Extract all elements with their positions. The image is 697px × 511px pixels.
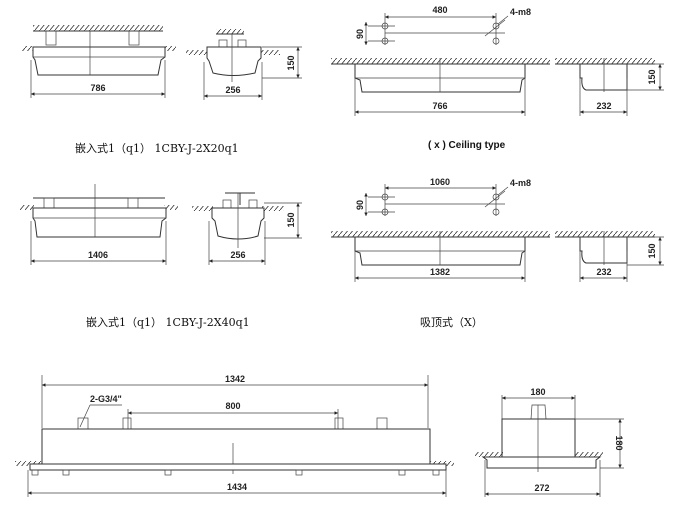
caption-ceiling-cn: 吸顶式（X） <box>420 316 483 329</box>
bolts <box>31 469 440 476</box>
dim-length: 786 <box>90 83 105 93</box>
dim-height: 150 <box>286 55 296 70</box>
dim-hole-gap: 90 <box>355 29 365 39</box>
dim-hole-gap: 90 <box>355 200 365 210</box>
dim-width: 272 <box>534 483 549 493</box>
caption-recessed-2x20: 嵌入式1（q1） 1CBY-J-2X20q1 <box>75 142 239 155</box>
panel-recessed-2x40: 1406 256 150 嵌入式1（q1） 1CBY-J-2X40q1 <box>20 184 302 329</box>
panel-ceiling-1382: 1060 4-m8 90 1382 232 150 吸顶式（X） <box>331 177 664 329</box>
dim-length: 766 <box>432 101 447 111</box>
dim-width: 256 <box>230 250 245 260</box>
dim-top-length: 1342 <box>225 374 245 384</box>
conduit-label: 2-G3/4" <box>90 394 122 404</box>
dim-inner: 800 <box>225 401 240 411</box>
dim-hole-spacing: 480 <box>432 5 447 15</box>
dim-height: 150 <box>647 243 657 258</box>
dim-length: 1382 <box>430 267 450 277</box>
panel-recessed-2x20: 786 256 150 嵌入式1（q1） 1CBY-J-2X20q1 <box>22 25 302 155</box>
dim-height: 150 <box>647 69 657 84</box>
hole-label: 4-m8 <box>510 178 531 188</box>
dim-height: 150 <box>286 212 296 227</box>
dim-width: 256 <box>225 85 240 95</box>
dim-height: 180 <box>614 435 624 450</box>
dim-hole-spacing: 1060 <box>430 177 450 187</box>
panel-large-recessed: 1342 2-G3/4" 800 1434 180 180 272 <box>15 374 624 497</box>
dim-length: 1406 <box>88 250 108 260</box>
caption-ceiling-en: ( x ) Ceiling type <box>428 140 506 151</box>
dim-top-width: 180 <box>530 387 545 397</box>
dim-width: 232 <box>596 267 611 277</box>
dim-width: 232 <box>596 101 611 111</box>
hole-label: 4-m8 <box>510 7 531 17</box>
caption-recessed-2x40: 嵌入式1（q1） 1CBY-J-2X40q1 <box>86 316 250 329</box>
panel-ceiling-766: 480 4-m8 90 766 232 150 ( x ) Ceiling ty… <box>331 5 664 151</box>
dim-length: 1434 <box>227 482 247 492</box>
